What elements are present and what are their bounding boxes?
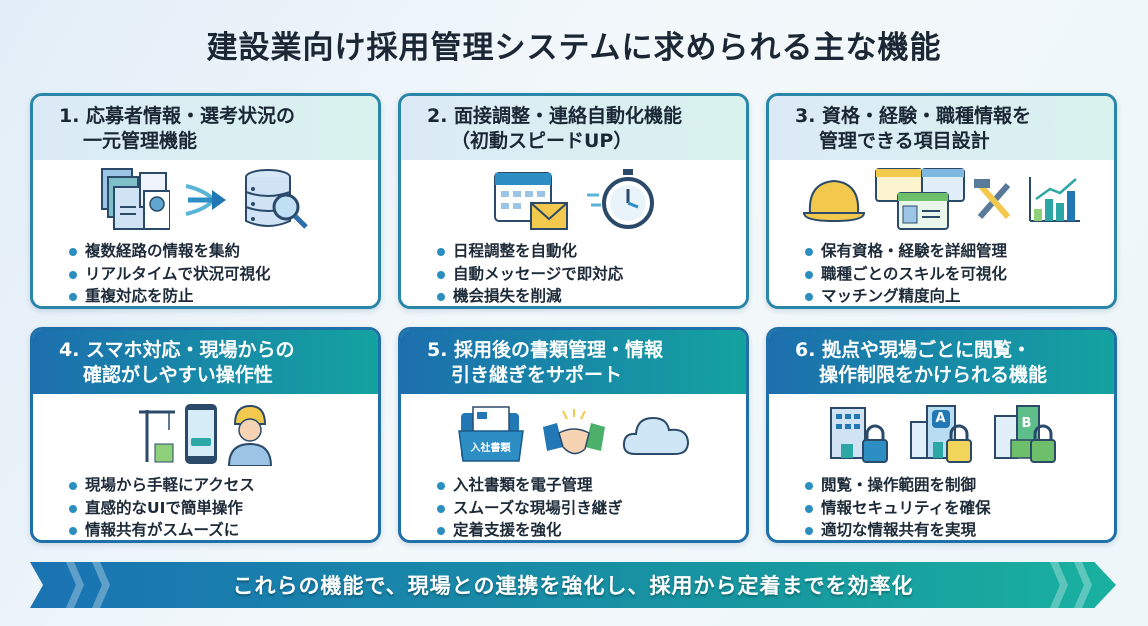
building-b-label: B: [1021, 416, 1032, 431]
bullet-list: 入社書類を電子管理スムーズな現場引き継ぎ定着支援を強化: [401, 474, 746, 540]
folder-icon: 入社書類: [457, 405, 527, 463]
smartphone-icon: [184, 404, 217, 464]
bullet-item: 職種ごとのスキルを可視化: [805, 263, 1114, 286]
building-a-lock-icon: A: [909, 402, 975, 466]
bullet-item: 定着支援を強化: [437, 519, 746, 540]
chevron-icon: [1074, 562, 1092, 608]
card-header: 3. 資格・経験・職種情報を管理できる項目設計: [769, 96, 1114, 160]
bullet-item: 閲覧・操作範囲を制御: [805, 474, 1114, 497]
card-header: 1. 応募者情報・選考状況の一元管理機能: [33, 96, 378, 160]
card-header: 2. 面接調整・連絡自動化機能 （初動スピードUP）: [401, 96, 746, 160]
arrow-icon: [185, 184, 226, 216]
cloud-icon: [622, 416, 689, 455]
bullet-item: 情報セキュリティを確保: [805, 497, 1114, 520]
bullet-item: 日程調整を自動化: [437, 240, 746, 263]
page-title: 建設業向け採用管理システムに求められる主な機能: [206, 30, 942, 66]
building-lock-icon: [829, 407, 888, 463]
building-a-label: A: [931, 410, 950, 428]
chevron-icon: [1050, 562, 1068, 608]
stopwatch-icon: [586, 169, 654, 229]
card-title-line2: 管理できる項目設計: [819, 130, 990, 152]
bullet-item: 保有資格・経験を詳細管理: [805, 240, 1114, 263]
calendar-icon: [493, 172, 568, 230]
bullet-item: 適切な情報共有を実現: [805, 519, 1114, 540]
bullet-item: 複数経路の情報を集約: [69, 240, 378, 263]
crane-icon: [138, 410, 175, 463]
card-title-line2: 操作制限をかけられる機能: [819, 364, 1048, 386]
bullet-item: 現場から手軽にアクセス: [69, 474, 378, 497]
card-title-line1: 2. 面接調整・連絡自動化機能: [427, 105, 683, 127]
card-title-line2: 引き継ぎをサポート: [451, 364, 623, 386]
feature-card-3: 3. 資格・経験・職種情報を管理できる項目設計 保有資格・経験を詳細管理職種ごと…: [766, 93, 1117, 309]
mail-icon: [529, 202, 568, 230]
bullet-list: 閲覧・操作範囲を制御情報セキュリティを確保適切な情報共有を実現: [769, 474, 1114, 540]
card-header: 6. 拠点や現場ごとに閲覧・操作制限をかけられる機能: [769, 330, 1114, 394]
feature-card-1: 1. 応募者情報・選考状況の一元管理機能 複数経路の情報を集約リアルタイムで状況…: [30, 93, 381, 309]
card-title-line1: 3. 資格・経験・職種情報を: [795, 105, 1032, 127]
bullet-item: マッチング精度向上: [805, 285, 1114, 306]
bullet-item: 情報共有がスムーズに: [69, 519, 378, 540]
chevron-icon: [66, 562, 84, 608]
card-header: 4. スマホ対応・現場からの確認がしやすい操作性: [33, 330, 378, 394]
chevron-icon: [92, 562, 110, 608]
bullet-item: 自動メッセージで即対応: [437, 263, 746, 286]
feature-card-5: 5. 採用後の書類管理・情報引き継ぎをサポート 入社書類 入社書類を電子管理スム…: [398, 327, 749, 543]
database-search-icon: [244, 169, 308, 229]
license-card-icon: [874, 168, 965, 230]
feature-card-2: 2. 面接調整・連絡自動化機能 （初動スピードUP） 日程調整を自動化自動メッセー…: [398, 93, 749, 309]
bullet-item: リアルタイムで状況可視化: [69, 263, 378, 286]
worker-icon: [227, 404, 272, 466]
feature-card-6: 6. 拠点や現場ごとに閲覧・操作制限をかけられる機能 A B 閲覧・操作範囲を制…: [766, 327, 1117, 543]
tools-icon: [973, 179, 1010, 219]
card-title-line2: 確認がしやすい操作性: [83, 364, 273, 386]
card-title-line1: 1. 応募者情報・選考状況の: [59, 105, 296, 127]
bullet-item: 機会損失を削減: [437, 285, 746, 306]
bullet-item: 重複対応を防止: [69, 285, 378, 306]
card-title-line1: 5. 採用後の書類管理・情報: [427, 339, 664, 361]
building-b-lock-icon: B: [993, 402, 1059, 466]
bullet-list: 現場から手軽にアクセス直感的なUIで簡単操作情報共有がスムーズに: [33, 474, 378, 540]
hard-hat-icon: [802, 179, 865, 223]
bullet-item: スムーズな現場引き継ぎ: [437, 497, 746, 520]
documents-icon: [100, 168, 170, 230]
banner-text: これらの機能で、現場との連携を強化し、採用から定着までを効率化: [232, 574, 914, 598]
card-title-line1: 4. スマホ対応・現場からの: [59, 339, 295, 361]
bullet-list: 日程調整を自動化自動メッセージで即対応機会損失を削減: [401, 240, 746, 306]
summary-banner: これらの機能で、現場との連携を強化し、採用から定着までを効率化: [30, 562, 1116, 608]
folder-label: 入社書類: [470, 443, 511, 454]
bar-chart-icon: [1028, 177, 1080, 222]
feature-card-4: 4. スマホ対応・現場からの確認がしやすい操作性 現場から手軽にアクセス直感的な…: [30, 327, 381, 543]
card-title-line1: 6. 拠点や現場ごとに閲覧・: [795, 339, 1032, 361]
card-header: 5. 採用後の書類管理・情報引き継ぎをサポート: [401, 330, 746, 394]
bullet-item: 入社書類を電子管理: [437, 474, 746, 497]
handshake-icon: [542, 409, 605, 455]
card-title-line2: 一元管理機能: [83, 130, 198, 152]
bullet-item: 直感的なUIで簡単操作: [69, 497, 378, 520]
card-title-line2: （初動スピードUP）: [451, 130, 633, 152]
bullet-list: 複数経路の情報を集約リアルタイムで状況可視化重複対応を防止: [33, 240, 378, 306]
bullet-list: 保有資格・経験を詳細管理職種ごとのスキルを可視化マッチング精度向上: [769, 240, 1114, 306]
